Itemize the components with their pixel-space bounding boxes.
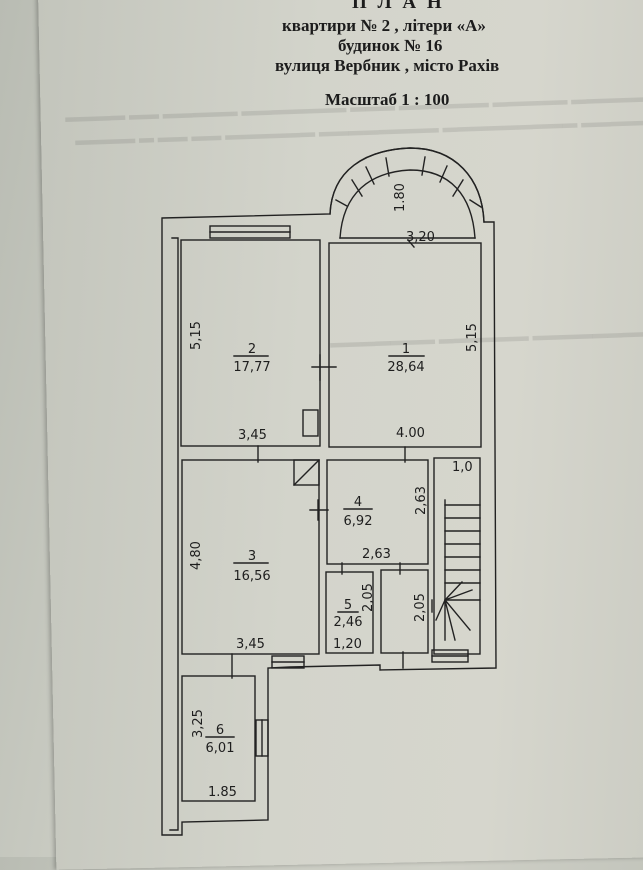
room-3-number: 3 xyxy=(248,549,256,564)
dim-room-4-width: 2,63 xyxy=(362,547,391,562)
scale-line: Масштаб 1 : 100 xyxy=(325,90,450,109)
dim-stair-width: 1,0 xyxy=(452,460,473,475)
dim-room-4-height: 2,63 xyxy=(414,486,429,515)
building-line: будинок № 16 xyxy=(338,36,443,55)
room-3-outline xyxy=(181,459,320,655)
room-1-number: 1 xyxy=(402,342,410,357)
dim-room-3-width: 3,45 xyxy=(236,637,265,652)
room-6-area: 6,01 xyxy=(206,741,235,756)
street-line: вулиця Вербник , місто Рахів xyxy=(275,56,500,75)
bay-arc-outer xyxy=(329,147,485,223)
room-6-outline xyxy=(181,675,256,802)
room-5-outline xyxy=(325,571,374,654)
room-4-area: 6,92 xyxy=(344,514,373,529)
dim-bay-depth: 1.80 xyxy=(393,183,408,212)
apartment-line: квартири № 2 , літери «А» xyxy=(282,16,486,35)
plan-heading: П Л А Н xyxy=(352,0,445,13)
stair-room-outline xyxy=(380,569,429,654)
inner-outline xyxy=(169,237,179,831)
ventilation-shaft xyxy=(293,459,320,486)
dim-room-1-width: 4.00 xyxy=(396,426,425,441)
room-2-area: 17,77 xyxy=(233,360,270,375)
room-5-number: 5 xyxy=(344,598,352,613)
room-4-outline xyxy=(326,459,429,565)
dim-bay-width: 3,20 xyxy=(406,230,435,245)
room-6-number: 6 xyxy=(216,723,224,738)
dim-room-6-width: 1.85 xyxy=(208,785,237,800)
dim-room-3-height: 4,80 xyxy=(189,541,204,570)
bay-arc-inner xyxy=(339,169,476,239)
dim-room-2-height: 5,15 xyxy=(189,321,204,350)
dim-stair-height: 2,05 xyxy=(413,593,428,622)
room-2-number: 2 xyxy=(248,342,256,357)
room-1-area: 28,64 xyxy=(387,360,424,375)
room-2-outline xyxy=(180,239,321,447)
dim-room-5-height: 2,05 xyxy=(361,583,376,612)
dim-room-1-height: 5,15 xyxy=(465,323,480,352)
room-4-number: 4 xyxy=(354,495,362,510)
closet xyxy=(302,409,319,437)
stairs xyxy=(435,499,481,641)
dim-room-5-width: 1,20 xyxy=(333,637,362,652)
dim-room-2-width: 3,45 xyxy=(238,428,267,443)
dim-room-6-height: 3,25 xyxy=(191,709,206,738)
title-block: П Л А Н квартири № 2 , літери «А» будино… xyxy=(0,0,643,120)
room-5-area: 2,46 xyxy=(334,615,363,630)
room-3-area: 16,56 xyxy=(233,569,270,584)
stairwell-outline xyxy=(433,457,481,655)
